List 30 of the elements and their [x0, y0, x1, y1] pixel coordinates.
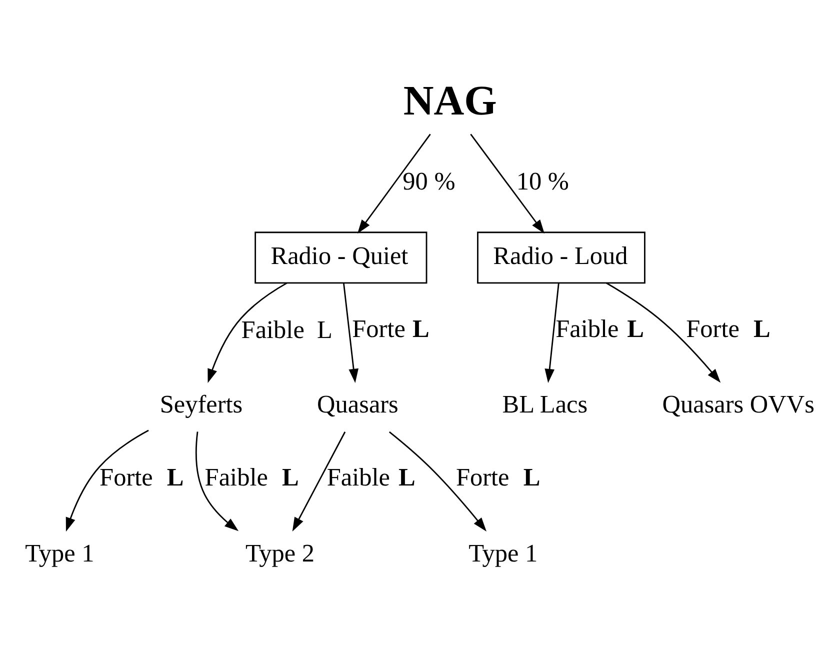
node-text: Quasars [317, 390, 398, 418]
node-text: Quasars OVVs [662, 390, 814, 418]
arrow [66, 429, 149, 532]
edge-label: Forte L [100, 463, 184, 492]
arrow [208, 282, 288, 382]
node-text: Type 2 [245, 538, 315, 567]
arrow [357, 133, 431, 234]
edge-label: Faible L [204, 463, 299, 492]
arrow [343, 282, 358, 382]
arrow [196, 431, 239, 531]
edge-label: Forte L [456, 463, 540, 492]
edge-label: Faible L [556, 314, 644, 342]
edge-label: 10 % [516, 166, 569, 195]
node-box: Radio - Quiet [254, 231, 428, 284]
node-text: Type 1 [468, 538, 538, 567]
node-text: BL Lacs [502, 390, 588, 418]
arrow [470, 133, 544, 234]
node-text: NAG [403, 77, 497, 124]
edge-label: 90 % [402, 166, 456, 195]
arrow [292, 431, 346, 531]
edge-label: Forte L [686, 314, 770, 342]
arrow [606, 282, 721, 382]
node-text: Type 1 [25, 538, 94, 567]
node-box: Radio - Loud [477, 231, 646, 284]
arrow [388, 430, 487, 531]
node-text: Seyferts [160, 390, 243, 418]
edge-label: Forte L [352, 314, 430, 342]
arrow [544, 282, 560, 382]
edge-label: Faible L [241, 316, 332, 344]
edge-label: Faible L [326, 463, 416, 492]
